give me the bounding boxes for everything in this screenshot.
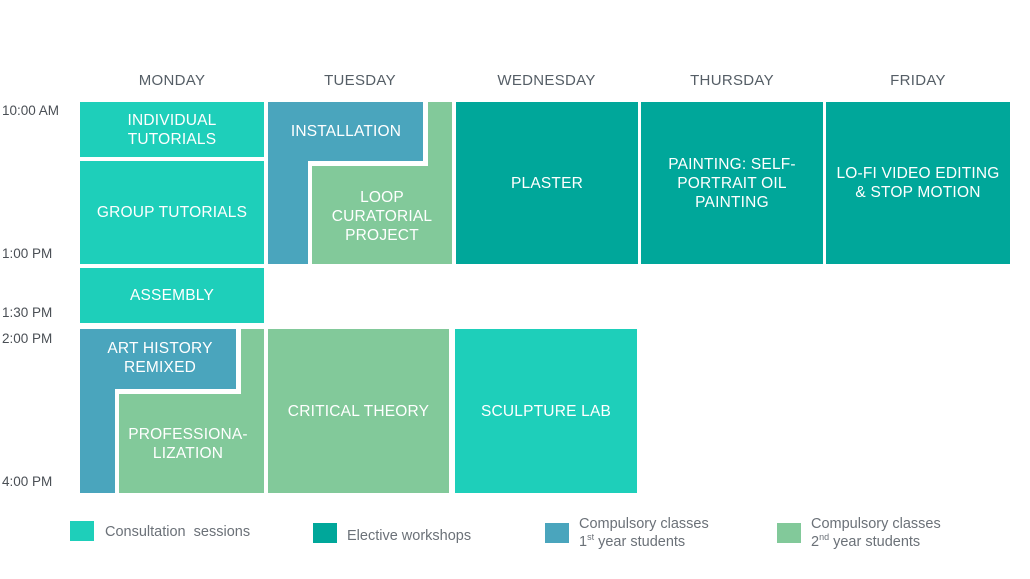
block-plaster: PLASTER xyxy=(456,102,638,264)
legend-year2-num: 2 xyxy=(811,534,820,550)
legend-swatch-elective xyxy=(313,523,337,543)
legend-swatch-compulsory-year2 xyxy=(777,523,801,543)
legend-label-elective: Elective workshops xyxy=(347,528,472,544)
day-header-monday: MONDAY xyxy=(138,72,206,89)
legend-year2-line1: Compulsory classes xyxy=(811,516,941,532)
day-header-tuesday: TUESDAY xyxy=(324,72,396,89)
block-critical-theory: CRITICAL THEORY xyxy=(268,329,449,493)
time-label-1000am: 10:00 AM xyxy=(2,103,60,118)
block-individual-tutorials: INDIVIDUAL TUTORIALS xyxy=(80,102,264,157)
block-group-tutorials: GROUP TUTORIALS xyxy=(80,161,264,264)
block-art-history-remixed-stem xyxy=(80,329,115,493)
label-loop-curatorial: LOOP CURATORIAL PROJECT xyxy=(331,189,433,244)
label-professionalization: PROFESSIONA-LIZATION xyxy=(128,426,248,462)
legend-label-compulsory-year1: Compulsory classes 1st year students xyxy=(579,515,709,551)
block-sculpture-lab: SCULPTURE LAB xyxy=(455,329,637,493)
block-painting: PAINTING: SELF-PORTRAIT OIL PAINTING xyxy=(641,102,823,264)
block-lofi-video: LO-FI VIDEO EDITING & STOP MOTION xyxy=(826,102,1010,264)
block-installation-stem xyxy=(268,102,308,264)
label-installation: INSTALLATION xyxy=(290,123,402,140)
time-label-130pm: 1:30 PM xyxy=(2,305,53,320)
legend-year2-sup: nd xyxy=(819,532,830,542)
legend-year1-rest: year students xyxy=(594,534,686,550)
legend-label-consultation: Consultation sessions xyxy=(105,524,251,540)
day-header-friday: FRIDAY xyxy=(890,72,946,89)
legend-year1-line2: 1st year students xyxy=(579,533,709,551)
legend-swatch-compulsory-year1 xyxy=(545,523,569,543)
legend-label-compulsory-year2: Compulsory classes 2nd year students xyxy=(811,515,941,551)
day-header-thursday: THURSDAY xyxy=(690,72,774,89)
label-art-history-remixed: ART HISTORY REMIXED xyxy=(107,340,213,376)
legend-year2-rest: year students xyxy=(829,534,921,550)
legend-year1-sup: st xyxy=(587,532,595,542)
time-label-100pm: 1:00 PM xyxy=(2,246,53,261)
legend-year2-line2: 2nd year students xyxy=(811,533,941,551)
legend-year1-num: 1 xyxy=(579,534,588,550)
legend-swatch-consultation xyxy=(70,521,94,541)
time-label-200pm: 2:00 PM xyxy=(2,331,53,346)
legend-year1-line1: Compulsory classes xyxy=(579,516,709,532)
time-label-400pm: 4:00 PM xyxy=(2,474,53,489)
block-assembly: ASSEMBLY xyxy=(80,268,264,323)
block-professionalization-body xyxy=(119,394,264,493)
block-loop-curatorial-body xyxy=(312,166,452,264)
day-header-wednesday: WEDNESDAY xyxy=(497,72,596,89)
